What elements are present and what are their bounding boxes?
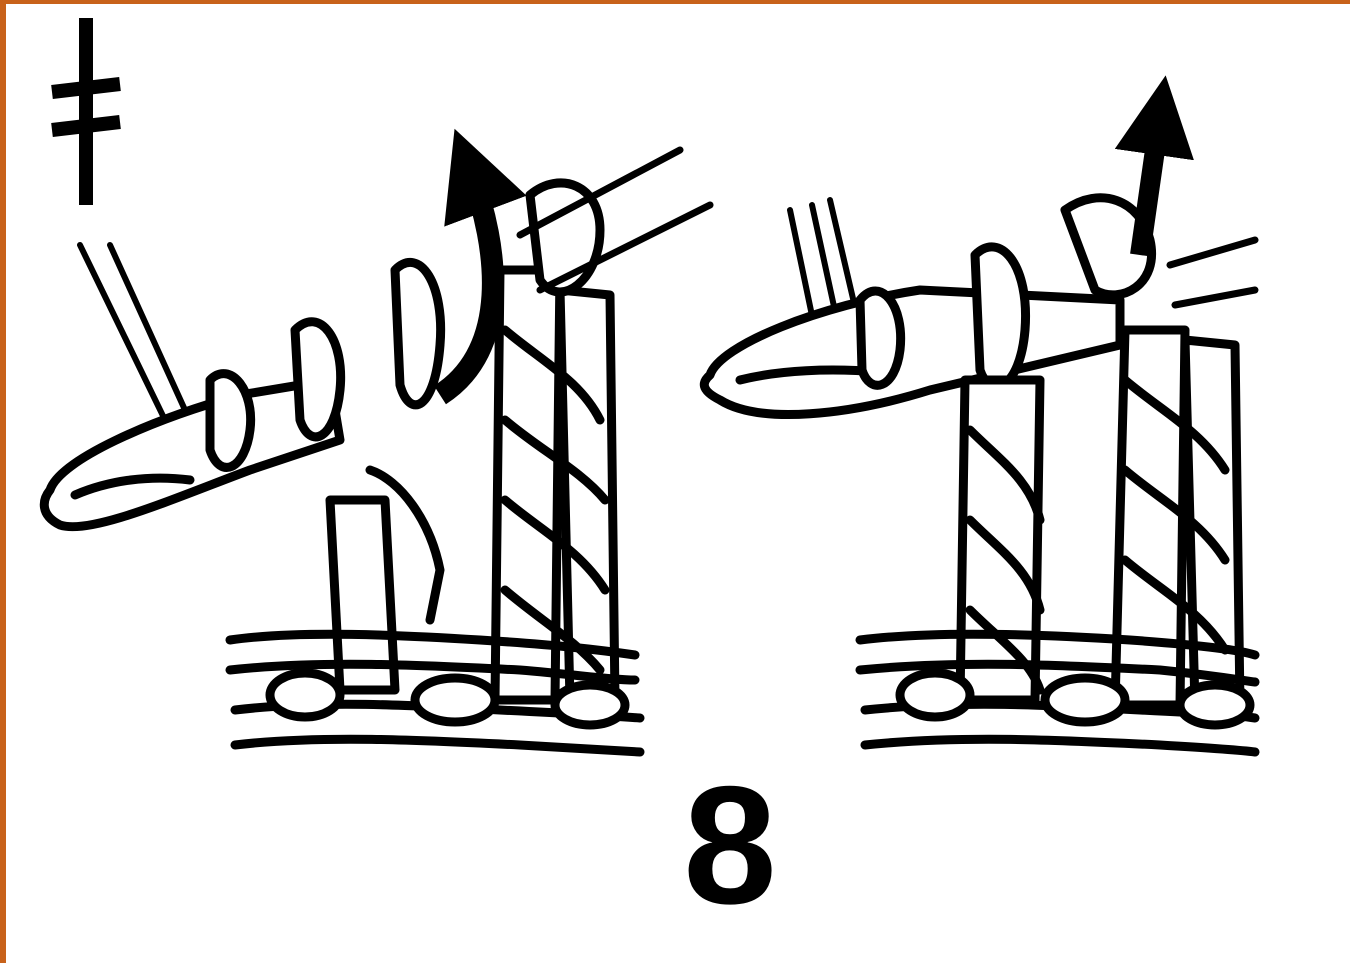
hook-yarn-over-pull-through-icon (44, 150, 710, 752)
straight-arrow-up-icon (1140, 115, 1160, 255)
curved-arrow-up-icon (440, 170, 493, 395)
double-treble-crochet-symbol-icon (52, 18, 120, 205)
step-number: 8 (660, 760, 800, 930)
hook-pull-loop-up-icon (704, 198, 1255, 752)
